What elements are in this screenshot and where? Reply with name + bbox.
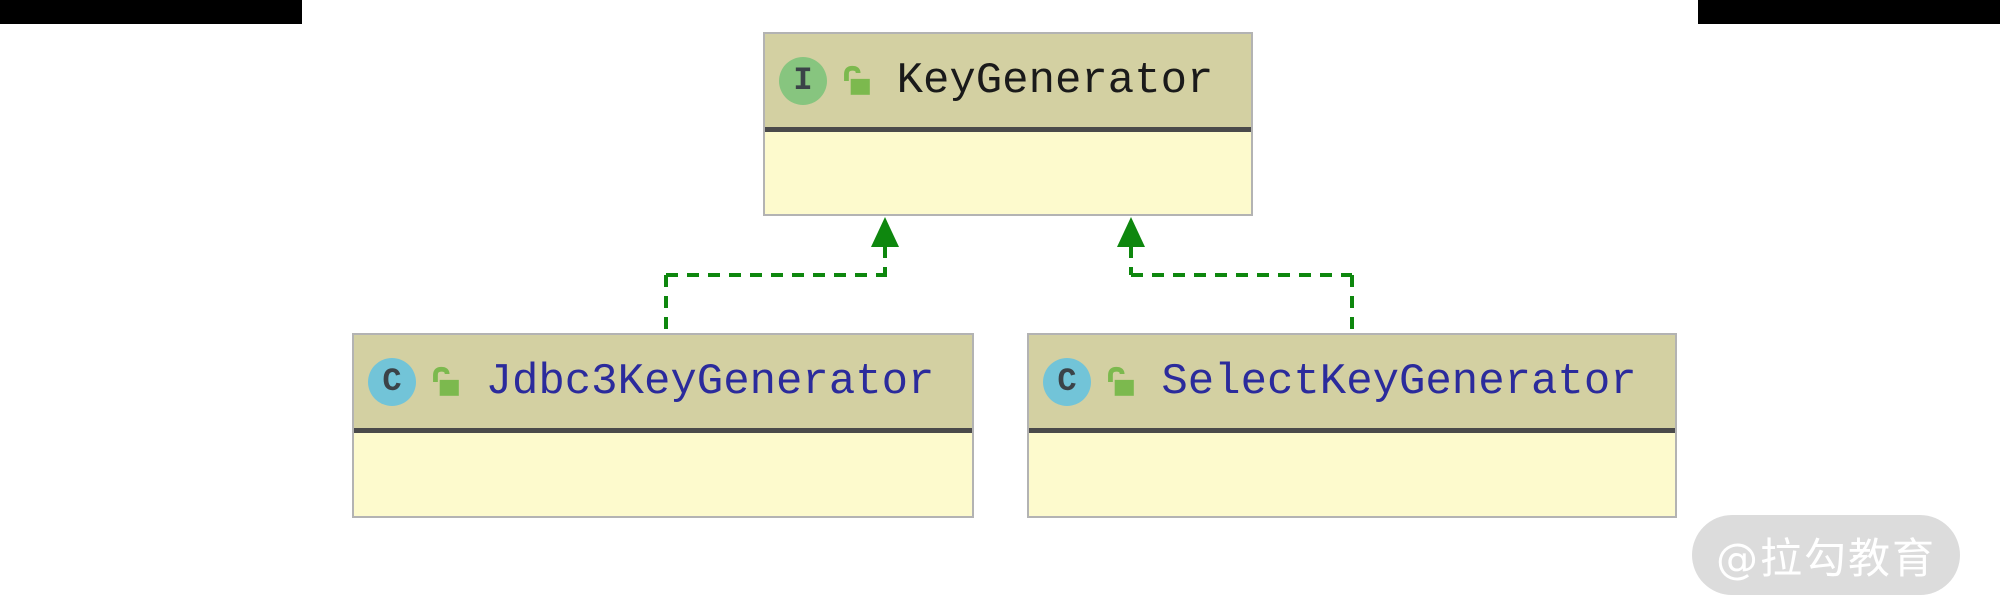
top-right-black-bar: [1698, 0, 2000, 24]
unlocked-padlock-icon: [844, 65, 870, 95]
class-icon-letter: C: [382, 362, 402, 400]
uml-node-jdbc3keygenerator[interactable]: C Jdbc3KeyGenerator: [352, 333, 974, 518]
header-separator: [765, 127, 1251, 132]
watermark-badge: @拉勾教育: [1692, 515, 1960, 595]
unlocked-padlock-icon: [433, 366, 459, 396]
class-icon: C: [368, 357, 416, 406]
interface-icon-letter: I: [793, 61, 813, 99]
unlocked-padlock-icon: [1108, 366, 1134, 396]
class-icon-letter: C: [1057, 362, 1077, 400]
uml-node-selectkeygenerator[interactable]: C SelectKeyGenerator: [1027, 333, 1677, 518]
edge-segment: [1350, 275, 1354, 333]
node-header: C Jdbc3KeyGenerator: [354, 335, 972, 428]
interface-icon: I: [779, 56, 827, 105]
node-title: SelectKeyGenerator: [1161, 356, 1637, 407]
edge-segment: [883, 246, 887, 275]
inheritance-arrowhead-icon: [871, 217, 899, 247]
node-header: C SelectKeyGenerator: [1029, 335, 1675, 428]
edge-segment: [1131, 273, 1352, 277]
inheritance-arrowhead-icon: [1117, 217, 1145, 247]
node-members-compartment: [765, 132, 1251, 214]
node-title: KeyGenerator: [896, 55, 1214, 106]
watermark-text: @拉勾教育: [1715, 533, 1936, 583]
header-separator: [1029, 428, 1675, 433]
top-left-black-bar: [0, 0, 302, 24]
node-header: I KeyGenerator: [765, 34, 1251, 127]
class-icon: C: [1043, 357, 1091, 406]
uml-node-keygenerator[interactable]: I KeyGenerator: [763, 32, 1253, 216]
edge-segment: [664, 275, 668, 333]
node-members-compartment: [1029, 433, 1675, 516]
node-members-compartment: [354, 433, 972, 516]
node-title: Jdbc3KeyGenerator: [485, 356, 935, 407]
header-separator: [354, 428, 972, 433]
edge-segment: [1129, 246, 1133, 275]
edge-segment: [666, 273, 887, 277]
